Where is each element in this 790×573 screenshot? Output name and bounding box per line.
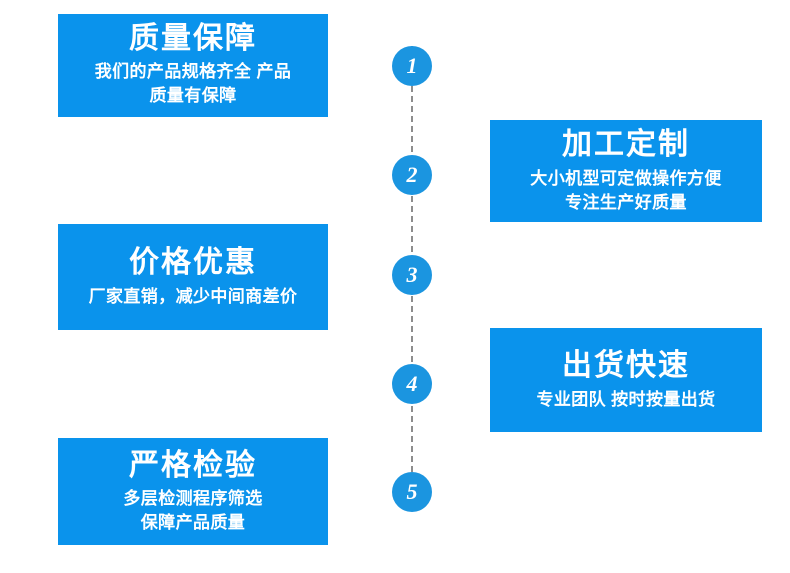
panel-description: 专业团队 按时按量出货 [536,388,715,412]
timeline: 1 2 3 4 5 [392,0,432,573]
timeline-step-2: 2 [392,155,432,195]
panel-description-line: 专注生产好质量 [565,192,687,212]
panel-description-line: 我们的产品规格齐全 产品 [94,62,292,82]
feature-panel-quality-guarantee: 质量保障 我们的产品规格齐全 产品 质量有保障 [58,14,328,117]
timeline-step-3: 3 [392,255,432,295]
feature-panel-price-advantage: 价格优惠 厂家直销，减少中间商差价 [58,224,328,330]
panel-description: 我们的产品规格齐全 产品 质量有保障 [95,60,292,108]
panel-description-line: 保障产品质量 [140,513,246,533]
panel-title: 严格检验 [129,448,257,482]
panel-title: 价格优惠 [129,246,257,280]
panel-description: 多层检测程序筛选 保障产品质量 [123,487,262,535]
panel-description: 厂家直销，减少中间商差价 [89,285,298,309]
panel-description-line: 专业团队 按时按量出货 [536,389,716,409]
panel-description-line: 大小机型可定做操作方便 [530,168,722,188]
panel-description-line: 质量有保障 [149,86,237,106]
timeline-step-5: 5 [392,472,432,512]
panel-title: 加工定制 [562,128,690,162]
feature-panel-strict-inspection: 严格检验 多层检测程序筛选 保障产品质量 [58,438,328,545]
timeline-step-4: 4 [392,364,432,404]
panel-description-line: 厂家直销，减少中间商差价 [88,286,298,306]
panel-title: 出货快速 [562,349,690,383]
timeline-step-1: 1 [392,46,432,86]
feature-panel-fast-shipping: 出货快速 专业团队 按时按量出货 [490,328,762,432]
feature-panel-custom-processing: 加工定制 大小机型可定做操作方便 专注生产好质量 [490,120,762,222]
panel-description-line: 多层检测程序筛选 [123,489,263,509]
panel-title: 质量保障 [129,21,257,55]
panel-description: 大小机型可定做操作方便 专注生产好质量 [530,167,721,215]
